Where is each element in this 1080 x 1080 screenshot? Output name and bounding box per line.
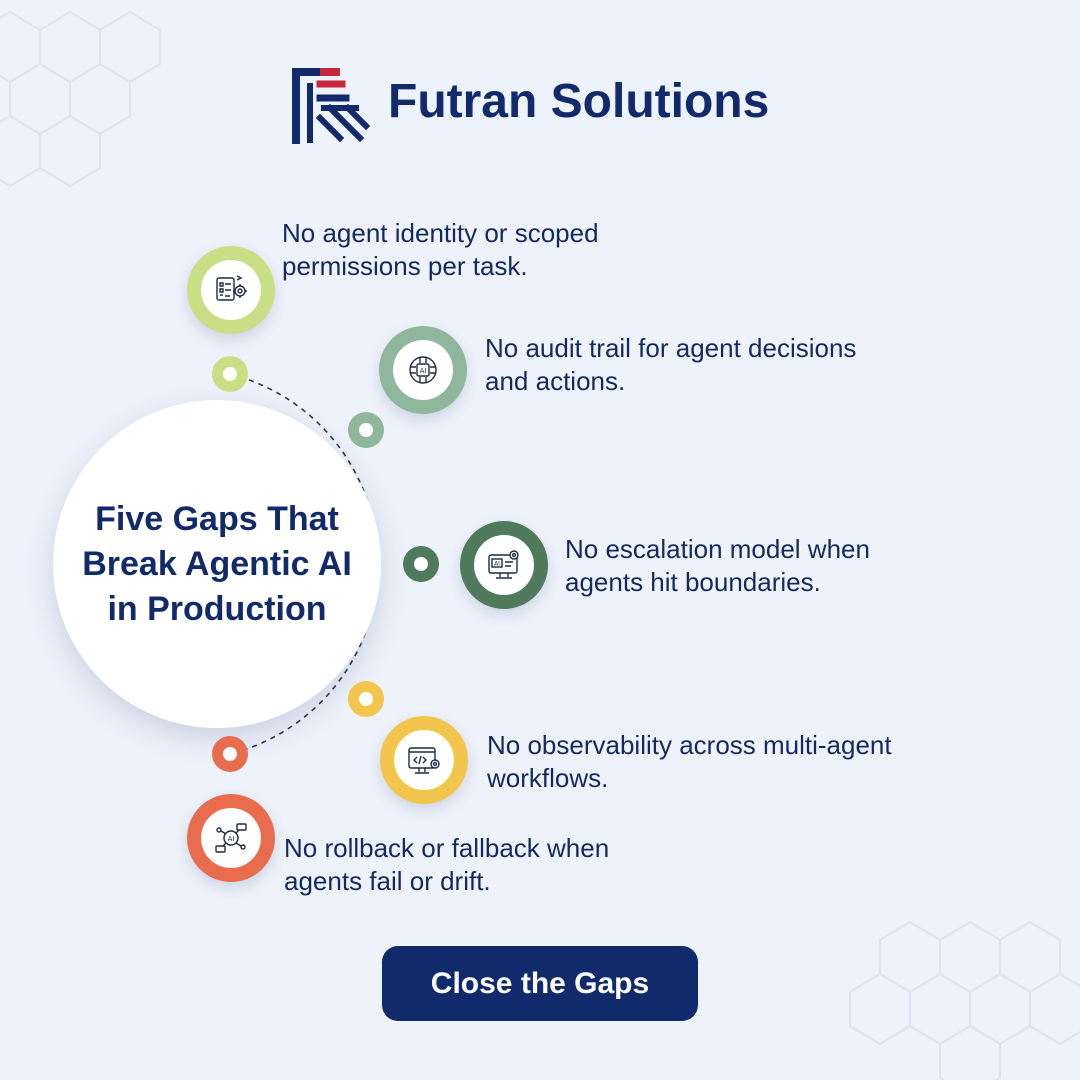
hexagon-pattern-top-left bbox=[0, 10, 161, 188]
task-permissions-icon bbox=[216, 275, 247, 301]
gap-3-icon-badge: AI bbox=[460, 521, 548, 609]
arc-node-2 bbox=[348, 412, 384, 448]
arc-node-1 bbox=[212, 356, 248, 392]
arc-node-3 bbox=[403, 546, 439, 582]
arc-node-5 bbox=[212, 736, 248, 772]
brand-logo[interactable]: Futran Solutions bbox=[290, 62, 790, 148]
center-title: Five Gaps That Break Agentic AI in Produ… bbox=[82, 499, 352, 628]
gap-3-text: No escalation model when agents hit boun… bbox=[565, 534, 870, 597]
svg-text:AI: AI bbox=[494, 561, 500, 568]
gap-1-icon-badge bbox=[187, 246, 275, 334]
futran-logo-mark-icon bbox=[292, 68, 371, 144]
gap-5-icon-badge: AI bbox=[187, 794, 275, 882]
hexagon-pattern-bottom-right bbox=[849, 920, 1080, 1080]
gap-4-icon-badge bbox=[380, 716, 468, 804]
ai-chip-icon: AI bbox=[409, 356, 437, 384]
gap-1-text: No agent identity or scoped permissions … bbox=[282, 218, 599, 281]
brand-name: Futran Solutions bbox=[388, 75, 770, 128]
svg-text:AI: AI bbox=[228, 835, 235, 843]
ai-network-icon: AI bbox=[215, 823, 247, 853]
gap-2-text: No audit trail for agent decisions and a… bbox=[485, 333, 857, 396]
code-monitor-icon bbox=[408, 747, 440, 774]
gap-5-text: No rollback or fallback when agents fail… bbox=[284, 833, 610, 896]
close-the-gaps-button[interactable]: Close the Gaps bbox=[382, 946, 698, 1021]
ai-monitor-gear-icon: AI bbox=[488, 550, 519, 579]
arc-node-4 bbox=[348, 681, 384, 717]
gap-2-icon-badge: AI bbox=[379, 326, 467, 414]
center-circle: Five Gaps That Break Agentic AI in Produ… bbox=[53, 400, 381, 728]
gap-4-text: No observability across multi-agent work… bbox=[487, 730, 892, 793]
svg-text:AI: AI bbox=[420, 367, 427, 375]
